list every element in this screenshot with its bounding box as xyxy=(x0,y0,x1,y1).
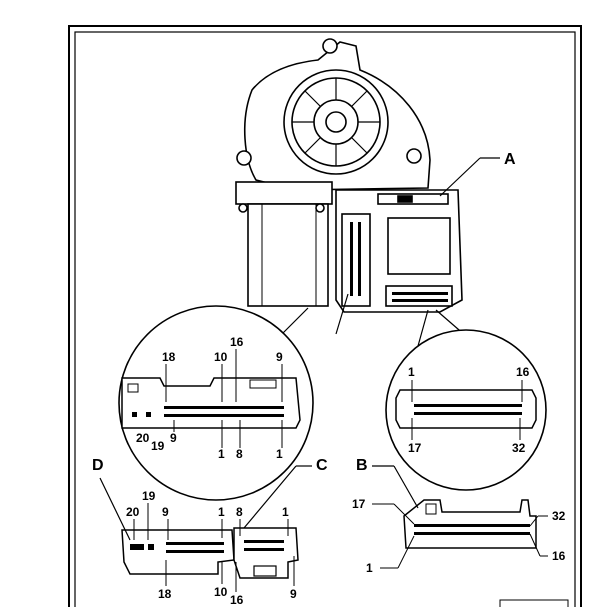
module-top-rail xyxy=(377,193,449,205)
dc-pin-label: 16 xyxy=(230,593,244,607)
mount-hole-left xyxy=(236,150,252,166)
module-label-plate xyxy=(387,217,451,275)
motor-flange xyxy=(235,181,333,205)
module-side-socket xyxy=(341,213,371,307)
dc-pin-label: 19 xyxy=(142,489,156,503)
dc-pin-label: 9 xyxy=(162,505,169,519)
left-pin-label: 9 xyxy=(276,350,283,364)
callout-c: C xyxy=(316,457,328,474)
connector-d-c: D C 19 20 9 1 8 1 18 10 16 9 xyxy=(92,457,328,607)
b-pin-label: 32 xyxy=(552,509,566,523)
mount-hole-top xyxy=(322,38,338,54)
left-detail-pins xyxy=(132,406,284,417)
right-pin-label: 32 xyxy=(512,441,526,455)
dc-pin-label: 20 xyxy=(126,505,140,519)
left-pin-label: 9 xyxy=(170,431,177,445)
left-pin-label: 8 xyxy=(236,447,243,461)
b-pin-label: 16 xyxy=(552,549,566,563)
module-bottom-socket xyxy=(385,285,453,307)
module-pin-dots xyxy=(350,222,448,302)
gear-wheel-hub xyxy=(325,111,347,133)
window-motor-unit xyxy=(235,38,463,313)
left-pin-label: 16 xyxy=(230,335,244,349)
dc-pin-label: 8 xyxy=(236,505,243,519)
b-pin-label: 1 xyxy=(366,561,373,575)
connector-b: B 17 1 32 16 xyxy=(352,457,566,575)
left-pin-label: 19 xyxy=(151,439,165,453)
b-pin-label: 17 xyxy=(352,497,366,511)
right-pin-label: 17 xyxy=(408,441,422,455)
motor-body xyxy=(247,203,329,307)
left-pin-label: 20 xyxy=(136,431,150,445)
mount-hole-right xyxy=(406,148,422,164)
right-connector-outline xyxy=(395,389,537,429)
left-pin-label: 1 xyxy=(276,447,283,461)
right-pin-label: 16 xyxy=(516,365,530,379)
left-pin-label: 18 xyxy=(162,350,176,364)
left-pin-label: 10 xyxy=(214,350,228,364)
callout-b: B xyxy=(356,457,368,474)
right-detail-pins xyxy=(414,404,522,415)
left-pin-label: 1 xyxy=(218,447,225,461)
dc-pin-label: 1 xyxy=(218,505,225,519)
dc-pin-label: 18 xyxy=(158,587,172,601)
dc-pin-label: 1 xyxy=(282,505,289,519)
detail-circle-left: 18 10 16 9 20 19 9 1 8 1 xyxy=(118,305,314,501)
callout-a: A xyxy=(504,151,516,168)
left-connector-outline xyxy=(121,377,301,429)
outer-frame xyxy=(68,25,582,612)
callout-d: D xyxy=(92,457,104,474)
dc-pin-label: 9 xyxy=(290,587,297,601)
detail-circle-right: 1 16 17 32 xyxy=(385,329,547,491)
inner-frame xyxy=(74,31,576,612)
right-pin-label: 1 xyxy=(408,365,415,379)
corner-tag xyxy=(499,599,569,612)
dc-pin-label: 10 xyxy=(214,585,228,599)
